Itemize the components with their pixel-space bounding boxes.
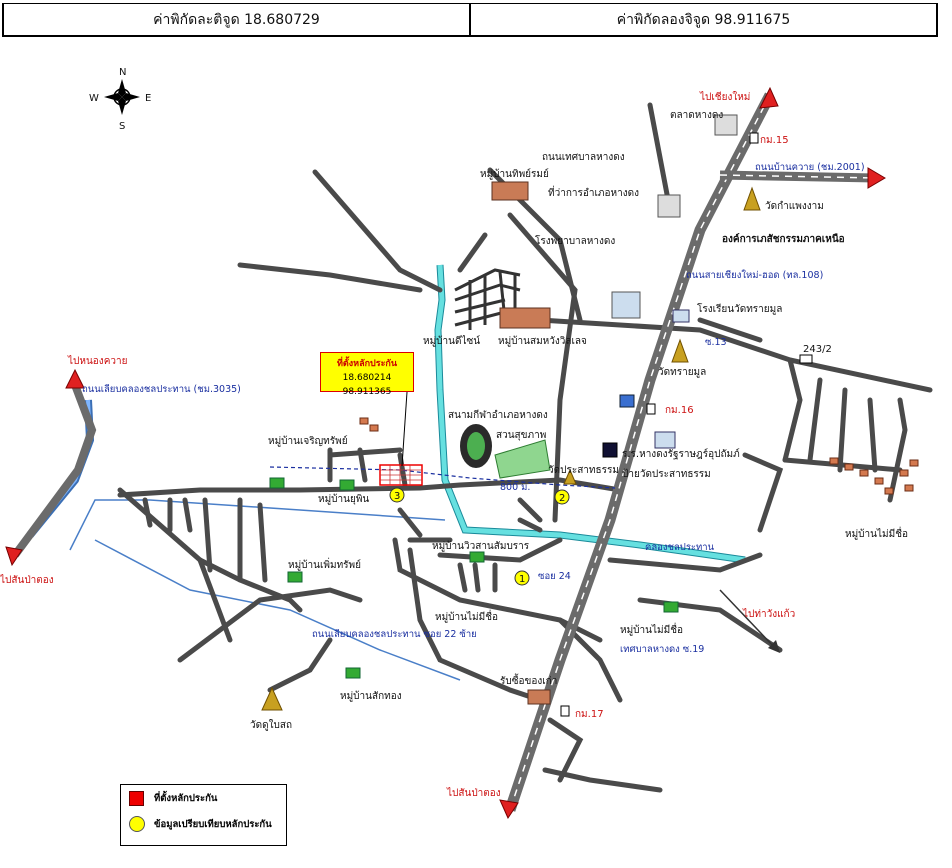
svg-text:2: 2 [559, 493, 565, 504]
label-mai-mi-chue-1: หมู่บ้านไม่มีชื่อ [845, 526, 908, 540]
legend-comparison-label: ข้อมูลเปรียบเทียบหลักประกัน [154, 818, 272, 830]
label-mai-mi-chue-3: หมู่บ้านไม่มีชื่อ [620, 622, 683, 636]
label-wat-bot: วัดดูใบสถ [250, 719, 292, 731]
highway-108 [11, 92, 876, 812]
label-sak-village: หมู่บ้านสักทอง [340, 690, 402, 702]
label-800m: 800 ม. [500, 482, 530, 493]
house-cluster-icon [359, 417, 919, 495]
longitude-cell: ค่าพิกัดลองจิจูด 98.911675 [469, 4, 936, 35]
label-buy-old: รับซื้อของเก่า [500, 673, 557, 687]
village-grid [454, 268, 521, 330]
label-243: 243/2 [803, 344, 832, 355]
label-km17: กม.17 [575, 709, 604, 720]
map-labels: ไปเชียงใหม่ ตลาดหางดง กม.15 ถนนเทศบาลหาง… [0, 91, 908, 799]
label-to-san-pa-tong-bottom: ไปสันป่าตอง [446, 787, 501, 799]
svg-text:E: E [145, 93, 151, 104]
label-school-wat: โรงเรียนวัดทรายมูล [697, 302, 782, 315]
label-muni-road: ถนนเทศบาลหางดง [542, 152, 625, 163]
road-network [117, 102, 933, 793]
label-to-tha-wang: ไปท่าวังแก้ว [742, 608, 795, 620]
label-stadium: สนามกีฬาอำเภอหางดง [448, 409, 548, 421]
comparison-marker[interactable]: 1 [514, 570, 530, 586]
coordinate-header: ค่าพิกัดละติจูด 18.680729 ค่าพิกัดลองจิจ… [2, 3, 938, 37]
label-thip-village: หมู่บ้านทิพย์รมย์ [480, 168, 549, 180]
label-wat-prasat: วัดประสาทธรรม [548, 465, 619, 476]
label-wat-kham: วัดกำแพงงาม [765, 201, 824, 212]
label-to-san-pa-tong-left: ไปสันป่าตอง [0, 574, 54, 586]
callout-coords: 18.680214 98.911365 [342, 373, 392, 397]
svg-text:N: N [119, 67, 126, 78]
label-cm-hot-road: ถนนสายเชียงใหม่-ฮอด (ทล.108) [686, 269, 823, 281]
legend-row-site: ที่ตั้งหลักประกัน [121, 785, 286, 811]
svg-text:3: 3 [394, 491, 400, 502]
label-perm-village: หมู่บ้านเพิ่มทรัพย์ [288, 557, 361, 571]
house-icon [269, 114, 738, 705]
label-canal-road: ถนนเลียบคลองชลประทาน (ชม.3035) [82, 383, 241, 395]
direction-arrows [5, 86, 886, 820]
label-dii-village: หมู่บ้านดีไซน์ [423, 335, 480, 347]
svg-text:S: S [119, 121, 125, 132]
label-mai-mi-chue-2: หมู่บ้านไม่มีชื่อ [435, 609, 498, 623]
label-wat-sign: ป้ายวัดประสาทธรรม [622, 468, 711, 480]
label-charoen-village: หมู่บ้านเจริญทรัพย์ [268, 435, 348, 447]
arrow-east-icon [867, 167, 886, 189]
arrow-se-icon [768, 640, 780, 653]
callout-pointer [401, 391, 408, 467]
label-district-office: ที่ว่าการอำเภอหางดง [548, 185, 639, 199]
label-yupin-village: หมู่บ้านยุพิน [318, 493, 369, 505]
label-to-chiangmai: ไปเชียงใหม่ [699, 91, 750, 103]
site-callout: ที่ตั้งหลักประกัน 18.680214 98.911365 [320, 352, 414, 397]
label-canal-soi22: ถนนเลียบคลองชลประทาน ซอย 22 ซ้าย [312, 628, 477, 640]
label-soi24: ซอย 24 [538, 571, 571, 582]
svg-text:1: 1 [519, 574, 525, 585]
label-muni-soi19: เทศบาลหางดง ซ.19 [620, 644, 704, 655]
label-hospital: โรงพยาบาลหางดง [535, 234, 615, 247]
red-square-icon [129, 790, 144, 806]
label-rat-school: ร.ร.หางดงรัฐราษฎร์อุปถัมภ์ [622, 448, 740, 460]
label-wat-saimun: วัดทรายมูล [658, 367, 706, 378]
temple-icon [261, 186, 761, 711]
label-park: สวนสุขภาพ [496, 430, 546, 441]
label-agri-org: องค์การเภสัชกรรมภาคเหนือ [722, 233, 845, 245]
callout-title: ที่ตั้งหลักประกัน [336, 359, 398, 369]
label-wisan-village: หมู่บ้านวิวสานสัมบราร [432, 540, 530, 552]
km-post-icon [560, 132, 813, 717]
legend-site-label: ที่ตั้งหลักประกัน [154, 792, 218, 804]
label-soi13: ซ.13 [705, 337, 727, 348]
legend-row-comparison: ข้อมูลเปรียบเทียบหลักประกัน [121, 811, 286, 837]
yellow-circle-icon [129, 816, 145, 832]
stadium-icon [460, 424, 492, 468]
label-km15: กม.15 [760, 135, 789, 146]
arrow-nw-icon [65, 368, 85, 389]
compass-rose: N S E W [89, 67, 151, 132]
label-market: ตลาดหางดง [670, 110, 723, 121]
arrow-sw-icon [5, 546, 23, 567]
label-km16: กม.16 [665, 405, 694, 416]
map-legend: ที่ตั้งหลักประกัน ข้อมูลเปรียบเทียบหลักป… [120, 784, 287, 846]
arrow-north-icon [759, 86, 779, 109]
label-canal: คลองชลประทาน [645, 542, 715, 553]
comparison-marker[interactable]: 2 [554, 489, 570, 505]
park-icon [494, 439, 551, 479]
latitude-cell: ค่าพิกัดละติจูด 18.680729 [153, 11, 320, 28]
label-nong-khwai-road: ถนนบ้านควาย (ชม.2001) [755, 162, 865, 173]
label-to-nong-khwai: ไปหนองควาย [67, 355, 127, 367]
route-dashed [269, 466, 616, 489]
arrow-south-icon [499, 799, 519, 820]
comparison-marker[interactable]: 3 [389, 487, 405, 503]
svg-text:W: W [89, 93, 99, 104]
label-sompong-village: หมู่บ้านสมหวังวิลเลจ [498, 335, 587, 347]
